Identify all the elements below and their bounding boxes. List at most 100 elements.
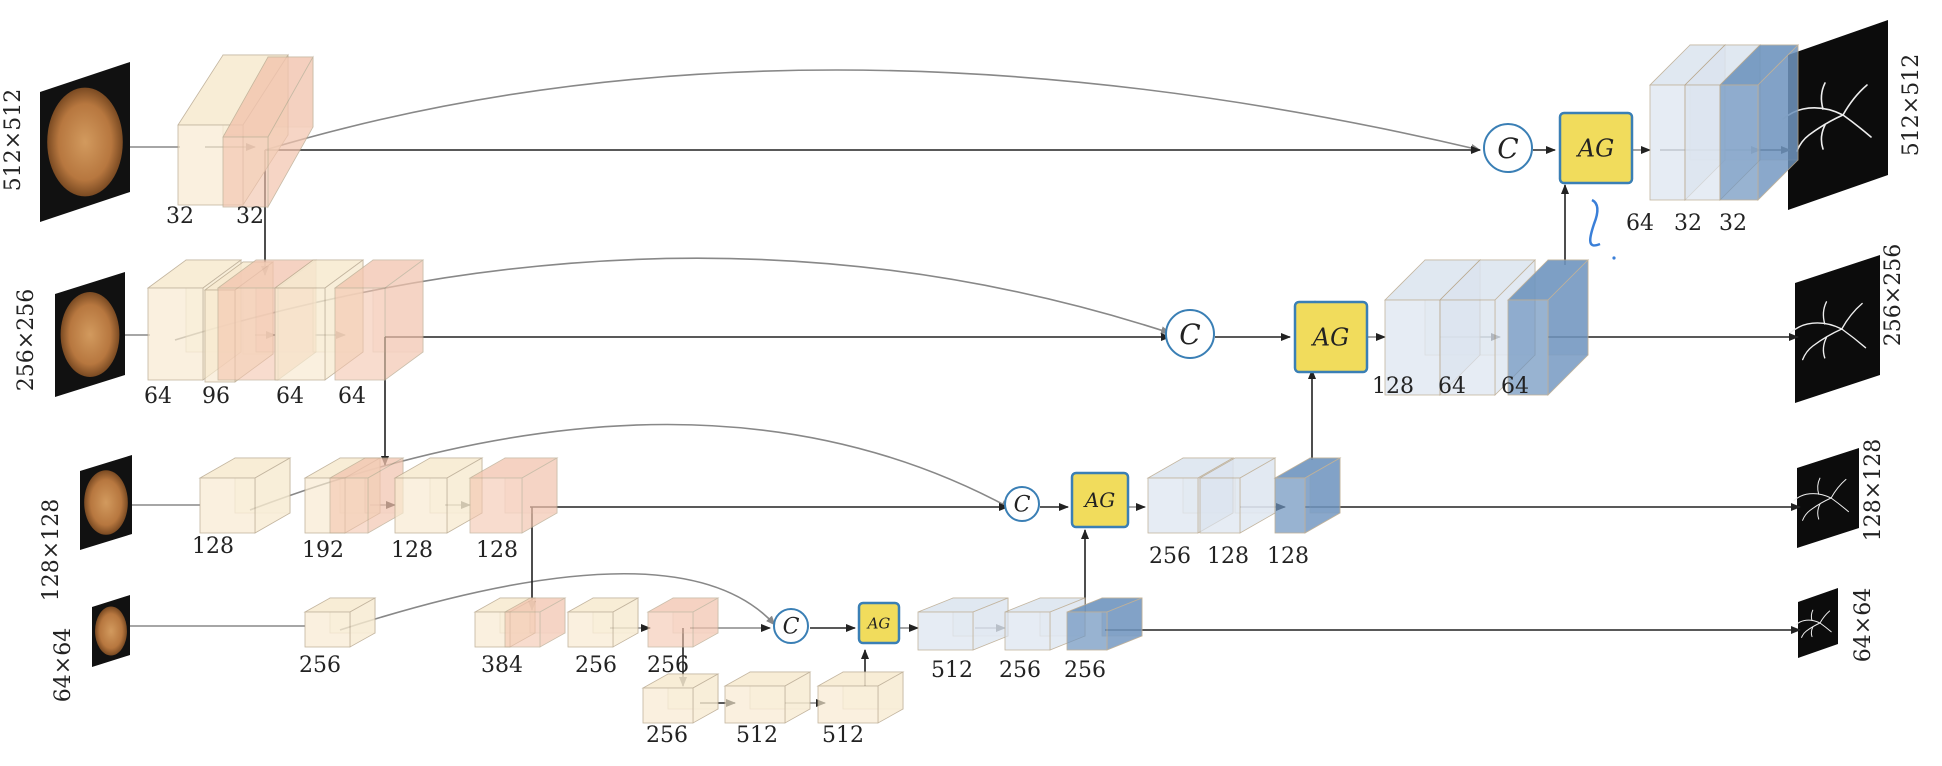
label-l0-dec-0: 64 xyxy=(1626,211,1654,236)
concat-node: C xyxy=(1004,486,1040,522)
concat-node: C xyxy=(1165,309,1215,359)
block-l1-dec-64b xyxy=(1507,259,1589,396)
block-l2-dec-128b xyxy=(1273,457,1342,534)
vessel-branch xyxy=(1822,336,1828,359)
block-l3-dec-256b xyxy=(1066,597,1143,651)
label-l2-enc-0: 128 xyxy=(192,534,234,559)
vessel-branch xyxy=(1817,503,1821,520)
block-l1-enc-64c xyxy=(333,259,425,381)
resolution-labels: 512×512 256×256 128×128 64×64 512×512 256×256… xyxy=(1,54,1924,702)
output-map-128 xyxy=(1793,448,1859,548)
attention-gate-label: AG xyxy=(1311,323,1350,351)
output-segmentations xyxy=(1782,20,1888,658)
label-l1-enc-1: 96 xyxy=(202,384,230,409)
resolution-label-512: 512×512 xyxy=(1,89,26,191)
vessel-branch xyxy=(1810,626,1814,638)
output-map-64 xyxy=(1795,588,1838,658)
handwritten-annotation xyxy=(1589,198,1616,260)
attention-gate-label: AG xyxy=(1083,488,1115,512)
input-image-128 xyxy=(80,455,132,550)
concat-node: C xyxy=(773,608,809,644)
block-l3-enc-384b xyxy=(503,597,567,648)
vessel-branch xyxy=(1795,619,1821,626)
resolution-label-256: 256×256 xyxy=(14,289,39,391)
concat-node: C xyxy=(1483,123,1533,173)
attention-gate: AG xyxy=(1070,471,1130,529)
concat-symbol: C xyxy=(1014,493,1031,518)
block-l0-enc-32b xyxy=(222,55,314,209)
feature-blocks xyxy=(146,44,1799,724)
label-l2-enc-2: 128 xyxy=(391,538,433,563)
label-l0-enc-1: 32 xyxy=(236,204,264,229)
output-map-512 xyxy=(1782,20,1888,210)
vessel-branch xyxy=(1830,497,1849,513)
input-image-64 xyxy=(92,595,130,667)
block-l2-enc-192b xyxy=(328,457,405,534)
vessel-branch xyxy=(1820,124,1826,150)
vessel-branch xyxy=(1793,493,1832,501)
label-l1-dec-0: 128 xyxy=(1372,374,1414,399)
label-l3-enc-2: 256 xyxy=(575,653,617,678)
vessel-branch xyxy=(1817,477,1821,495)
label-l3-dec-0: 512 xyxy=(931,658,973,683)
label-l3-enc-3: 256 xyxy=(647,653,689,678)
vessel-branch xyxy=(1819,622,1832,633)
resolution-label-256-out: 256×256 xyxy=(1881,244,1906,346)
resolution-label-64-out: 64×64 xyxy=(1851,588,1876,662)
vessel-branch xyxy=(1842,114,1872,138)
block-l3-dec-512 xyxy=(917,597,1009,651)
input-images xyxy=(40,62,132,667)
concat-symbol: C xyxy=(1179,318,1200,351)
block-l0-dec-32b xyxy=(1719,44,1799,201)
vessel-branch xyxy=(1801,328,1843,361)
attention-gate-label: AG xyxy=(866,614,891,632)
label-l1-enc-3: 64 xyxy=(338,384,366,409)
block-l2-enc-128 xyxy=(198,457,292,534)
block-bottleneck-512b xyxy=(816,671,905,724)
label-l3-dec-1: 256 xyxy=(999,658,1041,683)
resolution-label-128-out: 128×128 xyxy=(1861,439,1886,541)
label-l3-enc-1: 384 xyxy=(481,653,523,678)
label-l2-dec-2: 128 xyxy=(1267,544,1309,569)
block-l3-enc-256 xyxy=(303,597,377,648)
label-l1-dec-2: 64 xyxy=(1501,374,1529,399)
vessel-branch xyxy=(1842,84,1868,116)
vessel-branch xyxy=(1830,478,1847,499)
pen-stroke xyxy=(1589,198,1601,247)
vessel-branch xyxy=(1822,301,1828,325)
resolution-label-64: 64×64 xyxy=(51,628,76,702)
label-bottleneck-0: 256 xyxy=(646,723,688,748)
input-image-256 xyxy=(55,272,125,397)
vessel-branch xyxy=(1802,497,1832,521)
label-l1-enc-0: 64 xyxy=(144,384,172,409)
label-l1-enc-2: 64 xyxy=(276,384,304,409)
label-l3-enc-0: 256 xyxy=(299,653,341,678)
label-bottleneck-2: 512 xyxy=(822,723,864,748)
vessel-branch xyxy=(1796,114,1844,152)
vessel-branch xyxy=(1801,622,1821,638)
label-l3-dec-2: 256 xyxy=(1064,658,1106,683)
concat-symbol: C xyxy=(1497,132,1518,165)
attention-gate: AG xyxy=(1293,300,1369,374)
block-l2-enc-128b xyxy=(393,457,484,534)
label-l0-dec-1: 32 xyxy=(1674,211,1702,236)
block-l2-dec-128a xyxy=(1198,457,1277,534)
resolution-label-128: 128×128 xyxy=(39,499,64,601)
label-l2-dec-1: 128 xyxy=(1207,544,1249,569)
vessel-branch xyxy=(1820,82,1826,110)
label-l2-enc-3: 128 xyxy=(476,538,518,563)
pen-dot xyxy=(1612,256,1616,260)
attention-gate-label: AG xyxy=(1576,134,1615,162)
block-bottleneck-512a xyxy=(723,671,812,724)
skip-curve-level3 xyxy=(339,572,776,631)
vessel-branch xyxy=(1819,610,1831,624)
label-l1-dec-1: 64 xyxy=(1438,374,1466,399)
block-l3-enc-256b xyxy=(566,597,640,648)
vessel-branch xyxy=(1841,302,1863,330)
vessel-branch xyxy=(1790,322,1843,334)
resolution-label-512-out: 512×512 xyxy=(1899,54,1924,156)
attention-gate: AG xyxy=(857,601,901,645)
vessel-branch xyxy=(1841,328,1867,349)
